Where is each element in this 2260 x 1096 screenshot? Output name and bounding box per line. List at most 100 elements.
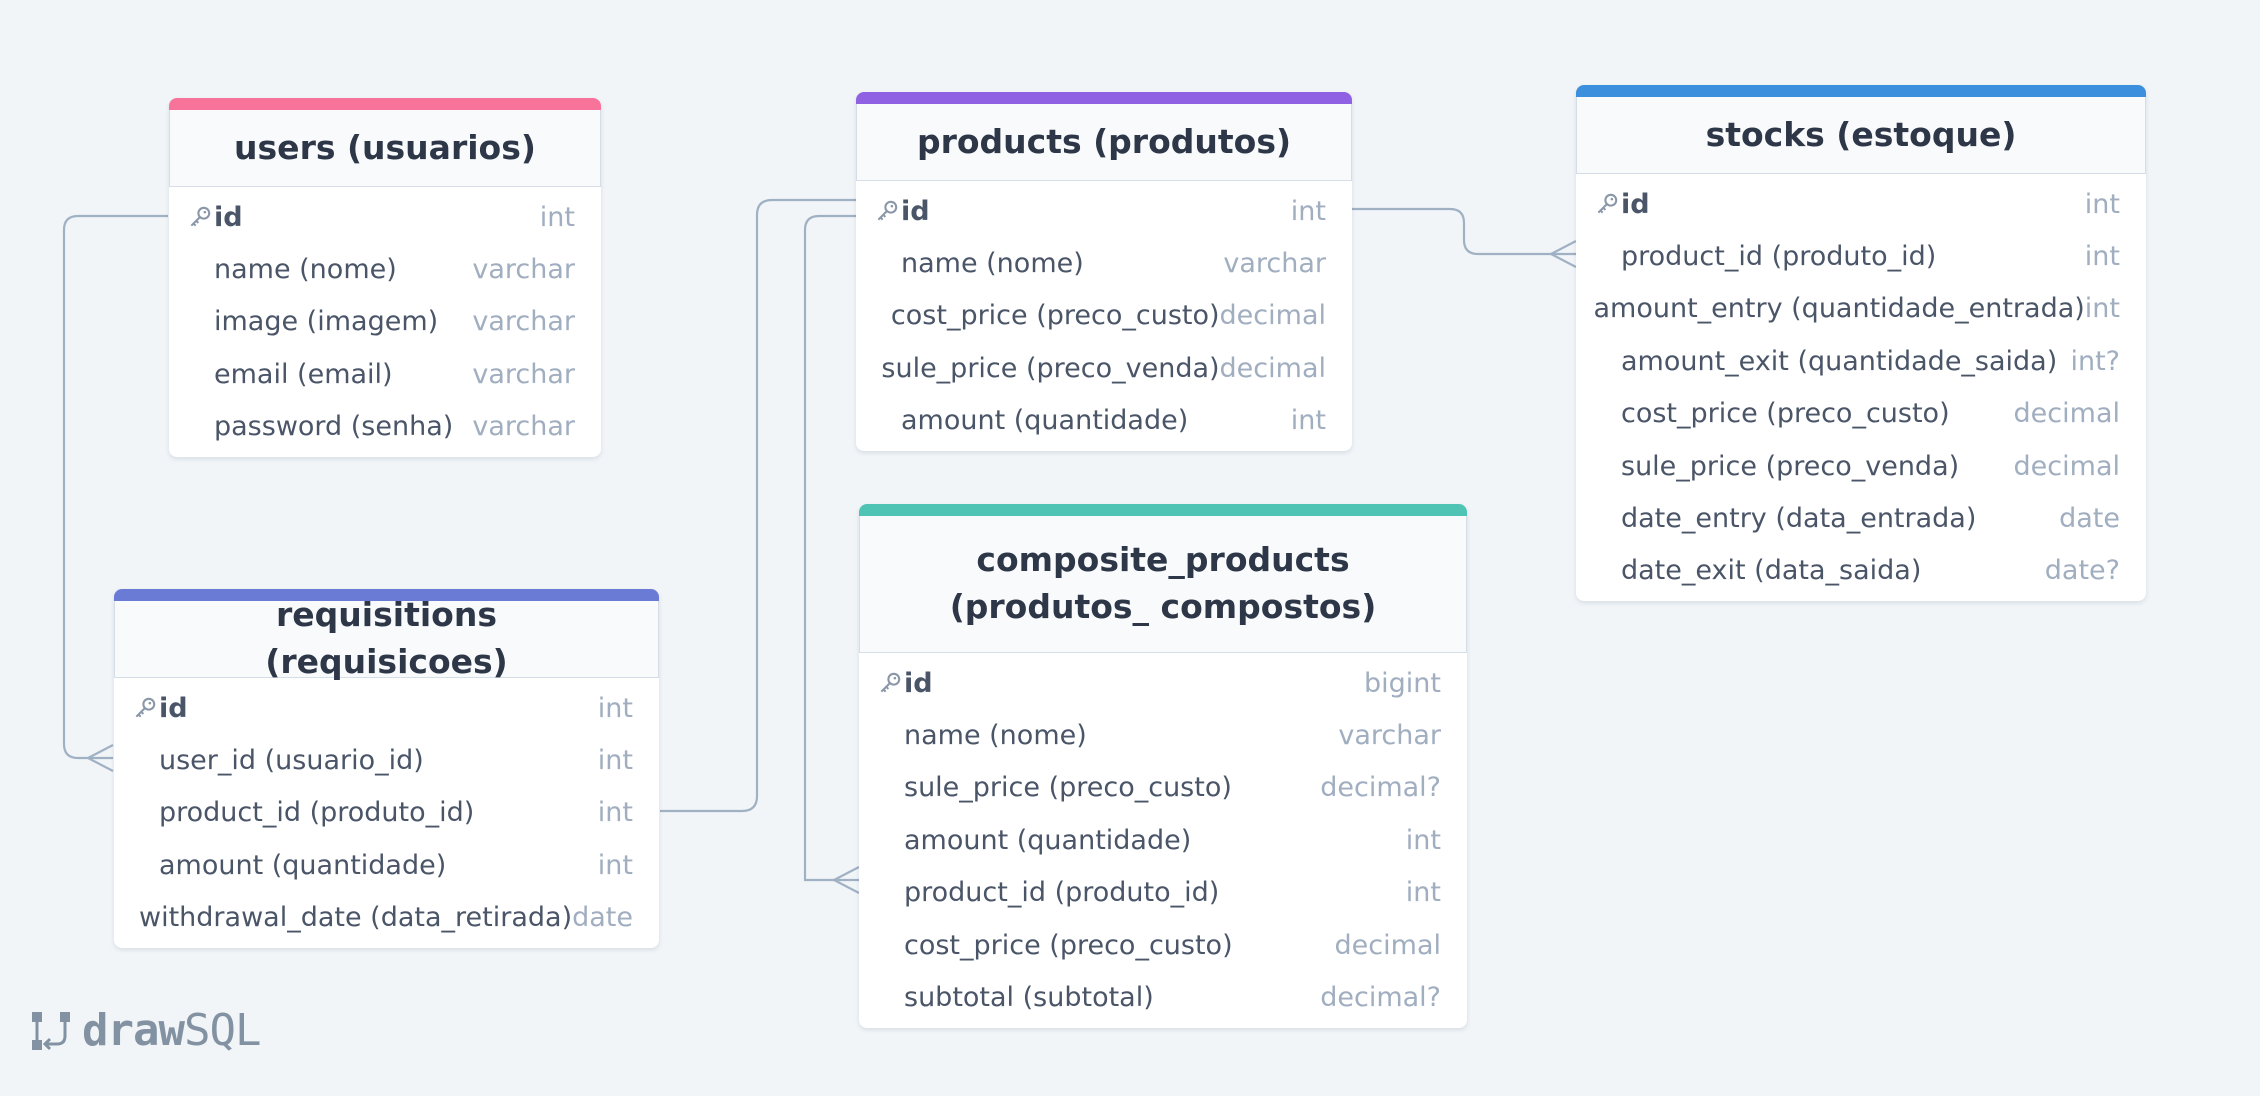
column-type: decimal (2013, 450, 2120, 482)
column-type: decimal? (1320, 982, 1441, 1014)
column-name: user_id (usuario_id) (159, 745, 424, 777)
column-type: int (2084, 293, 2120, 325)
column-row[interactable]: email (email) varchar (169, 348, 601, 400)
column-row[interactable]: date_exit (data_saida) date? (1576, 545, 2146, 597)
column-name: sule_price (preco_venda) (1621, 450, 1960, 482)
column-row[interactable]: name (nome) varchar (859, 709, 1467, 761)
column-row[interactable]: sule_price (preco_venda)decimal (856, 342, 1352, 394)
column-row[interactable]: amount (quantidade)int (859, 814, 1467, 866)
column-row[interactable]: name (nome)varchar (169, 243, 601, 295)
column-name: id (904, 667, 933, 699)
column-row[interactable]: user_id (usuario_id)int (114, 734, 659, 786)
column-type: int? (2070, 345, 2120, 377)
table-accent (856, 92, 1352, 104)
column-row[interactable]: product_id (produto_id) int (1576, 230, 2146, 282)
key-slot (856, 198, 901, 224)
table-title: composite_products (produtos_ compostos) (859, 516, 1467, 653)
column-type: varchar (1338, 720, 1441, 752)
column-row[interactable]: amount_exit (quantidade_saida) int? (1576, 335, 2146, 387)
relation-products-composite (803, 214, 859, 882)
column-type: varchar (472, 358, 575, 390)
column-name: id (159, 692, 188, 724)
column-name: name (nome) (901, 248, 1084, 280)
primary-key-icon (190, 206, 211, 227)
column-type: date? (2044, 555, 2120, 587)
table-accent (859, 504, 1467, 516)
table-title: users (usuarios) (169, 110, 601, 187)
table-title: requisitions (requisicoes) (114, 595, 659, 681)
column-row[interactable]: name (nome) varchar (856, 237, 1352, 289)
column-type: varchar (472, 411, 575, 443)
column-name: amount (quantidade) (159, 849, 447, 881)
column-type: decimal (2013, 398, 2120, 430)
column-row[interactable]: password (senha) varchar (169, 401, 601, 453)
column-row[interactable]: amount (quantidade) int (114, 839, 659, 891)
column-row[interactable]: amount (quantidade)int (856, 395, 1352, 447)
column-type: int (597, 797, 633, 829)
column-type: int (1290, 405, 1326, 437)
column-name: amount_exit (quantidade_saida) (1621, 345, 2058, 377)
key-slot (859, 670, 904, 696)
column-row[interactable]: product_id (produto_id) int (114, 787, 659, 839)
column-row[interactable]: withdrawal_date (data_retirada)date (114, 892, 659, 944)
column-type: decimal (1219, 300, 1326, 332)
column-row[interactable]: sule_price (preco_custo)decimal? (859, 762, 1467, 814)
column-type: varchar (472, 306, 575, 338)
column-name: email (email) (214, 358, 393, 390)
column-row-primary-key[interactable]: id bigint (859, 657, 1467, 709)
column-name: date_exit (data_saida) (1621, 555, 1922, 587)
column-name: image (imagem) (214, 306, 439, 338)
column-type: varchar (1223, 248, 1326, 280)
column-row[interactable]: cost_price (preco_custo)decimal (859, 919, 1467, 971)
column-row[interactable]: sule_price (preco_venda) decimal (1576, 440, 2146, 492)
column-row[interactable]: date_entry (data_entrada)date (1576, 492, 2146, 544)
crowfoot-users-requisitions (85, 744, 114, 772)
column-row[interactable]: product_id (produto_id)int (859, 867, 1467, 919)
logo-text-draw: draw (82, 1005, 185, 1056)
column-type: int (2084, 241, 2120, 273)
key-slot (169, 204, 214, 230)
key-slot (114, 695, 159, 721)
column-name: subtotal (subtotal) (904, 982, 1154, 1014)
table-accent (114, 589, 659, 601)
table-composite-products[interactable]: composite_products (produtos_ compostos)… (859, 504, 1467, 1028)
relation-products-stocks (1352, 207, 1576, 256)
column-name: cost_price (preco_custo) (904, 929, 1233, 961)
column-row[interactable]: cost_price (preco_custo)decimal (856, 290, 1352, 342)
column-name: date_entry (data_entrada) (1621, 503, 1977, 535)
column-name: cost_price (preco_custo) (1621, 398, 1950, 430)
column-row[interactable]: amount_entry (quantidade_entrada)int (1576, 283, 2146, 335)
column-name: id (901, 195, 930, 227)
column-type: int (1405, 824, 1441, 856)
primary-key-icon (880, 672, 901, 693)
column-type: varchar (472, 254, 575, 286)
relation-products-requisitions (660, 198, 856, 813)
key-slot (1576, 191, 1621, 217)
column-type: int (539, 201, 575, 233)
column-type: int (2084, 188, 2120, 220)
column-row[interactable]: image (imagem) varchar (169, 296, 601, 348)
column-name: password (senha) (214, 411, 454, 443)
column-row[interactable]: subtotal (subtotal) decimal? (859, 971, 1467, 1023)
primary-key-icon (877, 200, 898, 221)
column-row[interactable]: cost_price (preco_custo) decimal (1576, 388, 2146, 440)
column-name: amount_entry (quantidade_entrada) (1593, 293, 2085, 325)
column-type: bigint (1364, 667, 1441, 699)
column-name: product_id (produto_id) (159, 797, 475, 829)
column-type: decimal (1219, 352, 1326, 384)
drawsql-logo-icon (32, 1011, 70, 1050)
column-type: int (597, 849, 633, 881)
column-name: product_id (produto_id) (1621, 241, 1937, 273)
column-name: name (nome) (904, 720, 1087, 752)
table-title: products (produtos) (856, 104, 1352, 181)
